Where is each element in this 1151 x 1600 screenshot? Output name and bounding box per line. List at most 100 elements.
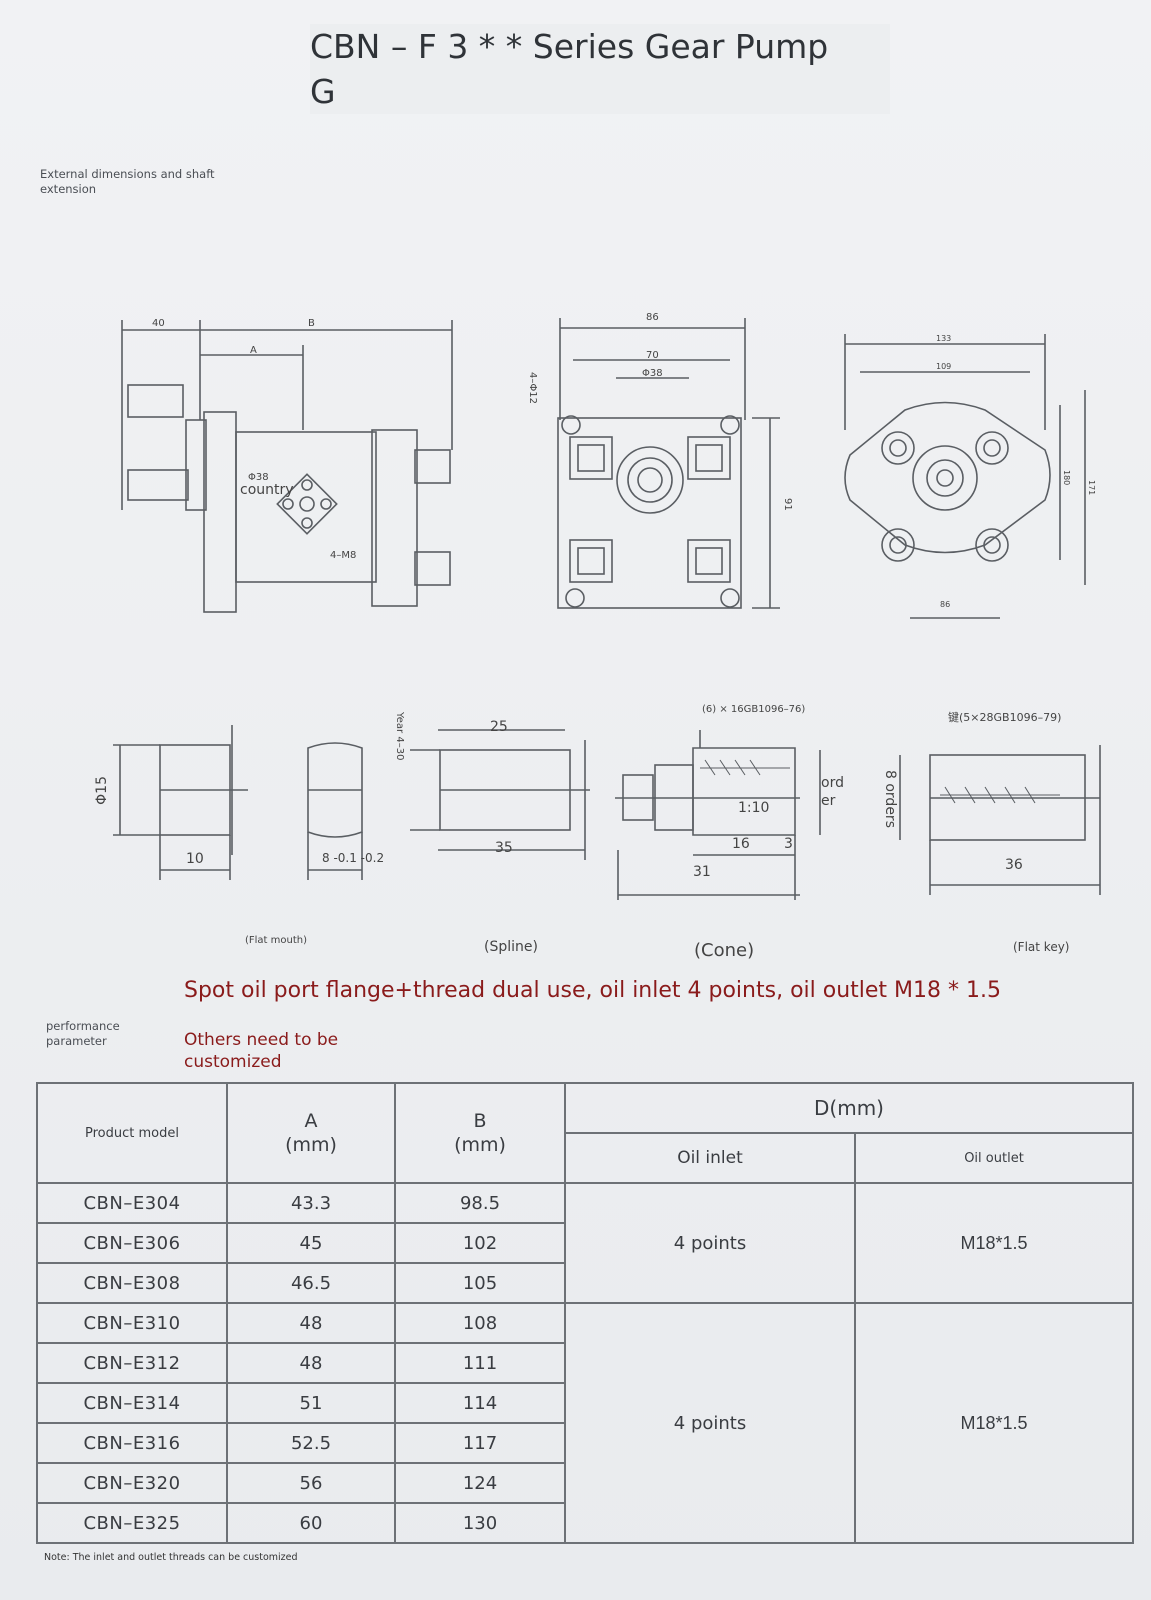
- table-row: CBN–E308 46.5 105: [36, 1262, 1133, 1304]
- cell-outlet-group-2: M18*1.5: [853, 1302, 1135, 1544]
- table-row: CBN–E306 45 102: [36, 1222, 1133, 1264]
- cell-model: CBN–E314: [36, 1382, 228, 1424]
- dimensions-section-label: External dimensions and shaft extension: [40, 167, 215, 196]
- cell-model: CBN–E306: [36, 1222, 228, 1264]
- page-title: CBN – F 3 * * Series Gear Pump G: [310, 24, 890, 114]
- dual-use-notice: Spot oil port flange+thread dual use, oi…: [184, 978, 1001, 1003]
- side-view-drawing: [557, 318, 780, 609]
- dim-31: 31: [693, 864, 711, 880]
- header-d-mm: D(mm): [563, 1082, 1135, 1134]
- cell-b: 124: [394, 1462, 566, 1504]
- dim-4-phi12: 4–Φ12: [527, 372, 538, 404]
- label-8-orders: 8 orders: [882, 770, 898, 828]
- shaft-cone-drawing: [615, 730, 821, 900]
- label-country: country: [240, 482, 294, 498]
- dim-35: 35: [495, 840, 513, 856]
- label-year-4-30: Year 4–30: [394, 712, 405, 761]
- dim-a: A: [250, 345, 257, 356]
- table-row: CBN–E314 51 114: [36, 1382, 1133, 1424]
- front-view-drawing: [121, 320, 453, 613]
- cell-outlet-group-1: M18*1.5: [853, 1182, 1135, 1304]
- performance-table: Product model A (mm) B (mm) D(mm) Oil in…: [36, 1082, 1135, 1544]
- title-line-1: CBN – F 3 * * Series Gear Pump: [310, 27, 829, 66]
- dim-180: 180: [1062, 470, 1071, 486]
- cell-b: 105: [394, 1262, 566, 1304]
- title-line-2: G: [310, 72, 336, 111]
- dim-86: 86: [646, 312, 659, 323]
- shaft-flat-drawing: [307, 742, 363, 880]
- cell-b: 111: [394, 1342, 566, 1384]
- dim-40: 40: [152, 318, 165, 329]
- caption-cone: (Cone): [694, 940, 755, 961]
- header-oil-inlet: Oil inlet: [564, 1132, 856, 1184]
- cell-inlet-group-1: 4 points: [564, 1182, 856, 1304]
- cell-model: CBN–E304: [36, 1182, 228, 1224]
- flange-view-drawing: [844, 334, 1086, 619]
- dim-10: 10: [186, 851, 204, 867]
- performance-section-label: performance parameter: [46, 1019, 120, 1048]
- cell-a: 56: [226, 1462, 396, 1504]
- cell-model: CBN–E312: [36, 1342, 228, 1384]
- dim-b: B: [308, 318, 315, 329]
- caption-spline: (Spline): [484, 939, 538, 955]
- cell-a: 45: [226, 1222, 396, 1264]
- cell-model: CBN–E316: [36, 1422, 228, 1464]
- shaft-spline-drawing: [410, 729, 590, 860]
- dim-36: 36: [1005, 857, 1023, 873]
- cell-a: 48: [226, 1302, 396, 1344]
- table-row: CBN–E316 52.5 117: [36, 1422, 1133, 1464]
- cell-a: 60: [226, 1502, 396, 1544]
- cell-a: 43.3: [226, 1182, 396, 1224]
- cell-b: 114: [394, 1382, 566, 1424]
- cell-b: 102: [394, 1222, 566, 1264]
- dim-133: 133: [936, 334, 952, 343]
- header-oil-outlet: Oil outlet: [853, 1132, 1135, 1184]
- dim-171: 171: [1087, 480, 1096, 496]
- dim-phi38-front: Φ38: [248, 472, 269, 483]
- cell-model: CBN–E325: [36, 1502, 228, 1544]
- dim-86-bottom: 86: [940, 600, 951, 609]
- cell-inlet-group-2: 4 points: [564, 1302, 856, 1544]
- cell-model: CBN–E308: [36, 1262, 228, 1304]
- customize-notice: Others need to be customized: [184, 1030, 339, 1072]
- header-product-model: Product model: [36, 1082, 228, 1184]
- cell-a: 51: [226, 1382, 396, 1424]
- cell-model: CBN–E320: [36, 1462, 228, 1504]
- table-row: CBN–E310 48 108 4 points M18*1.5: [36, 1302, 1135, 1544]
- shaft-flat-key-drawing: [899, 745, 1101, 895]
- table-row: CBN–E312 48 111: [36, 1342, 1133, 1384]
- label-er: er: [821, 793, 836, 809]
- cell-b: 98.5: [394, 1182, 566, 1224]
- table-row: CBN–E304 43.3 98.5 4 points M18*1.5: [36, 1182, 1135, 1304]
- dim-70: 70: [646, 350, 659, 361]
- label-key-spec-flat: 键(5×28GB1096–79): [948, 711, 1062, 724]
- table-row: CBN–E320 56 124: [36, 1462, 1133, 1504]
- table-row: CBN–E325 60 130: [36, 1502, 1133, 1544]
- dim-109: 109: [936, 362, 952, 371]
- label-ord: ord: [821, 775, 844, 791]
- technical-drawings: [113, 318, 1101, 900]
- dim-91: 91: [782, 498, 793, 511]
- cell-b: 130: [394, 1502, 566, 1544]
- dim-16: 16: [732, 836, 750, 852]
- cell-a: 46.5: [226, 1262, 396, 1304]
- shaft-flat-mouth-drawing: [113, 725, 248, 880]
- caption-flat-key: (Flat key): [1013, 940, 1070, 954]
- cell-model: CBN–E310: [36, 1302, 228, 1344]
- footnote: Note: The inlet and outlet threads can b…: [44, 1552, 298, 1563]
- dim-taper-1-10: 1:10: [738, 800, 770, 816]
- dim-25: 25: [490, 719, 508, 735]
- header-a-mm: A (mm): [226, 1082, 396, 1184]
- cell-b: 108: [394, 1302, 566, 1344]
- cell-a: 52.5: [226, 1422, 396, 1464]
- cell-a: 48: [226, 1342, 396, 1384]
- dim-4-m8: 4–M8: [330, 550, 357, 561]
- dim-phi38-side: Φ38: [642, 368, 663, 379]
- label-key-spec-cone: (6) × 16GB1096–76): [702, 704, 806, 715]
- header-b-mm: B (mm): [394, 1082, 566, 1184]
- cell-b: 117: [394, 1422, 566, 1464]
- dim-8-tolerance: 8 -0.1 -0.2: [322, 851, 385, 865]
- caption-flat-mouth: (Flat mouth): [245, 935, 308, 946]
- dim-phi15: Φ15: [94, 776, 110, 805]
